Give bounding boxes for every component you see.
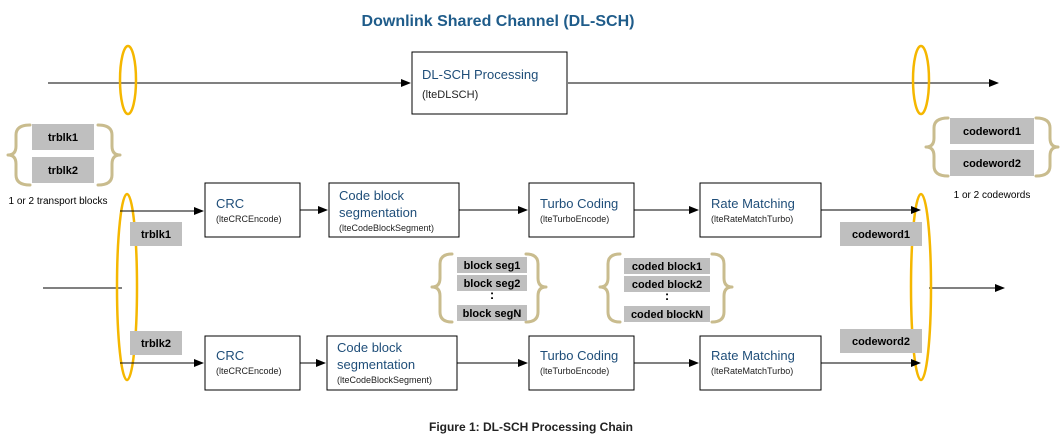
chain2-cbs-label2: segmentation — [337, 357, 415, 372]
chain1-output-tag-text: codeword1 — [852, 229, 910, 241]
output-codeword1-text: codeword1 — [963, 126, 1021, 138]
top-right-ellipse — [911, 44, 931, 116]
segments-right-brace — [524, 252, 548, 324]
coded-left-brace — [598, 252, 622, 324]
chain-2: trblk2 CRC (lteCRCEncode) Code block seg… — [120, 329, 922, 391]
segment-n-text: block segN — [463, 308, 522, 320]
chain1-input-tag-text: trblk1 — [141, 229, 171, 241]
segment-2-tag — [457, 275, 527, 291]
chain2-cbs-box — [326, 335, 458, 391]
chain1-rate-label: Rate Matching — [711, 196, 795, 211]
coded-blocks-group: coded block1 coded block2 : coded blockN — [598, 252, 734, 324]
segments-ellipsis: : — [490, 287, 494, 302]
chain2-crc-sub: (lteCRCEncode) — [216, 366, 282, 376]
output-group: codeword1 codeword2 1 or 2 codewords — [924, 116, 1060, 201]
output-left-brace — [924, 116, 950, 178]
chain1-crc-sub: (lteCRCEncode) — [216, 214, 282, 224]
input-group: trblk1 trblk2 1 or 2 transport blocks — [6, 123, 122, 207]
chain2-rate-box — [699, 335, 822, 391]
output-group-label: 1 or 2 codewords — [954, 190, 1031, 201]
top-left-ellipse — [118, 44, 138, 116]
segment-1-tag — [457, 257, 527, 273]
segments-left-brace — [430, 252, 454, 324]
chain1-turbo-box — [528, 182, 635, 238]
block-segments-group: block seg1 block seg2 : block segN — [430, 252, 548, 324]
chain1-cbs-sub: (lteCodeBlockSegment) — [339, 223, 434, 233]
chain1-output-tag — [840, 222, 922, 246]
chain1-turbo-sub: (lteTurboEncode) — [540, 214, 609, 224]
right-chain-ellipse — [909, 192, 933, 382]
input-trblk1-tag — [32, 124, 94, 150]
output-codeword2-tag — [950, 150, 1034, 176]
chain1-cbs-label2: segmentation — [339, 205, 417, 220]
coded-block-n-text: coded blockN — [631, 309, 703, 321]
chain-1: trblk1 CRC (lteCRCEncode) Code block seg… — [120, 182, 922, 246]
diagram-title: Downlink Shared Channel (DL-SCH) — [362, 13, 635, 30]
chain2-input-tag — [130, 331, 182, 355]
input-group-label: 1 or 2 transport blocks — [9, 196, 108, 207]
dlsch-processing-label: DL-SCH Processing — [422, 67, 538, 82]
input-trblk1-text: trblk1 — [48, 132, 78, 144]
chain1-rate-sub: (lteRateMatchTurbo) — [711, 214, 793, 224]
output-codeword2-text: codeword2 — [963, 158, 1021, 170]
chain1-input-tag — [130, 222, 182, 246]
chain2-input-tag-text: trblk2 — [141, 338, 171, 350]
output-right-brace — [1034, 116, 1060, 178]
chain2-crc-box — [204, 335, 301, 391]
coded-block-n-tag — [624, 306, 710, 322]
chain2-turbo-box — [528, 335, 635, 391]
input-trblk2-text: trblk2 — [48, 165, 78, 177]
input-right-brace — [96, 123, 122, 187]
dlsch-processing-sub: (lteDLSCH) — [422, 89, 478, 101]
chain2-output-tag-text: codeword2 — [852, 336, 910, 348]
coded-ellipsis: : — [665, 288, 669, 303]
chain2-turbo-label: Turbo Coding — [540, 348, 618, 363]
dlsch-processing-box: DL-SCH Processing (lteDLSCH) — [411, 51, 568, 115]
chain2-cbs-sub: (lteCodeBlockSegment) — [337, 375, 432, 385]
chain1-cbs-label1: Code block — [339, 188, 405, 203]
chain2-turbo-sub: (lteTurboEncode) — [540, 366, 609, 376]
chain1-crc-box — [204, 182, 301, 238]
input-trblk2-tag — [32, 157, 94, 183]
output-codeword1-tag — [950, 118, 1034, 144]
coded-block-2-tag — [624, 276, 710, 292]
figure-caption: Figure 1: DL-SCH Processing Chain — [429, 420, 633, 434]
input-left-brace — [6, 123, 32, 187]
segment-2-text: block seg2 — [464, 278, 521, 290]
chain2-crc-label: CRC — [216, 348, 244, 363]
chain1-crc-label: CRC — [216, 196, 244, 211]
segment-n-tag — [457, 305, 527, 321]
coded-block-2-text: coded block2 — [632, 279, 702, 291]
left-chain-ellipse — [115, 192, 139, 382]
chain1-rate-box — [699, 182, 822, 238]
coded-block-1-tag — [624, 258, 710, 274]
coded-block-1-text: coded block1 — [632, 261, 702, 273]
chain2-rate-label: Rate Matching — [711, 348, 795, 363]
chain2-output-tag — [840, 329, 922, 353]
chain1-turbo-label: Turbo Coding — [540, 196, 618, 211]
chain2-cbs-label1: Code block — [337, 340, 403, 355]
coded-right-brace — [710, 252, 734, 324]
chain2-rate-sub: (lteRateMatchTurbo) — [711, 366, 793, 376]
segment-1-text: block seg1 — [464, 260, 521, 272]
chain1-cbs-box — [328, 182, 460, 238]
